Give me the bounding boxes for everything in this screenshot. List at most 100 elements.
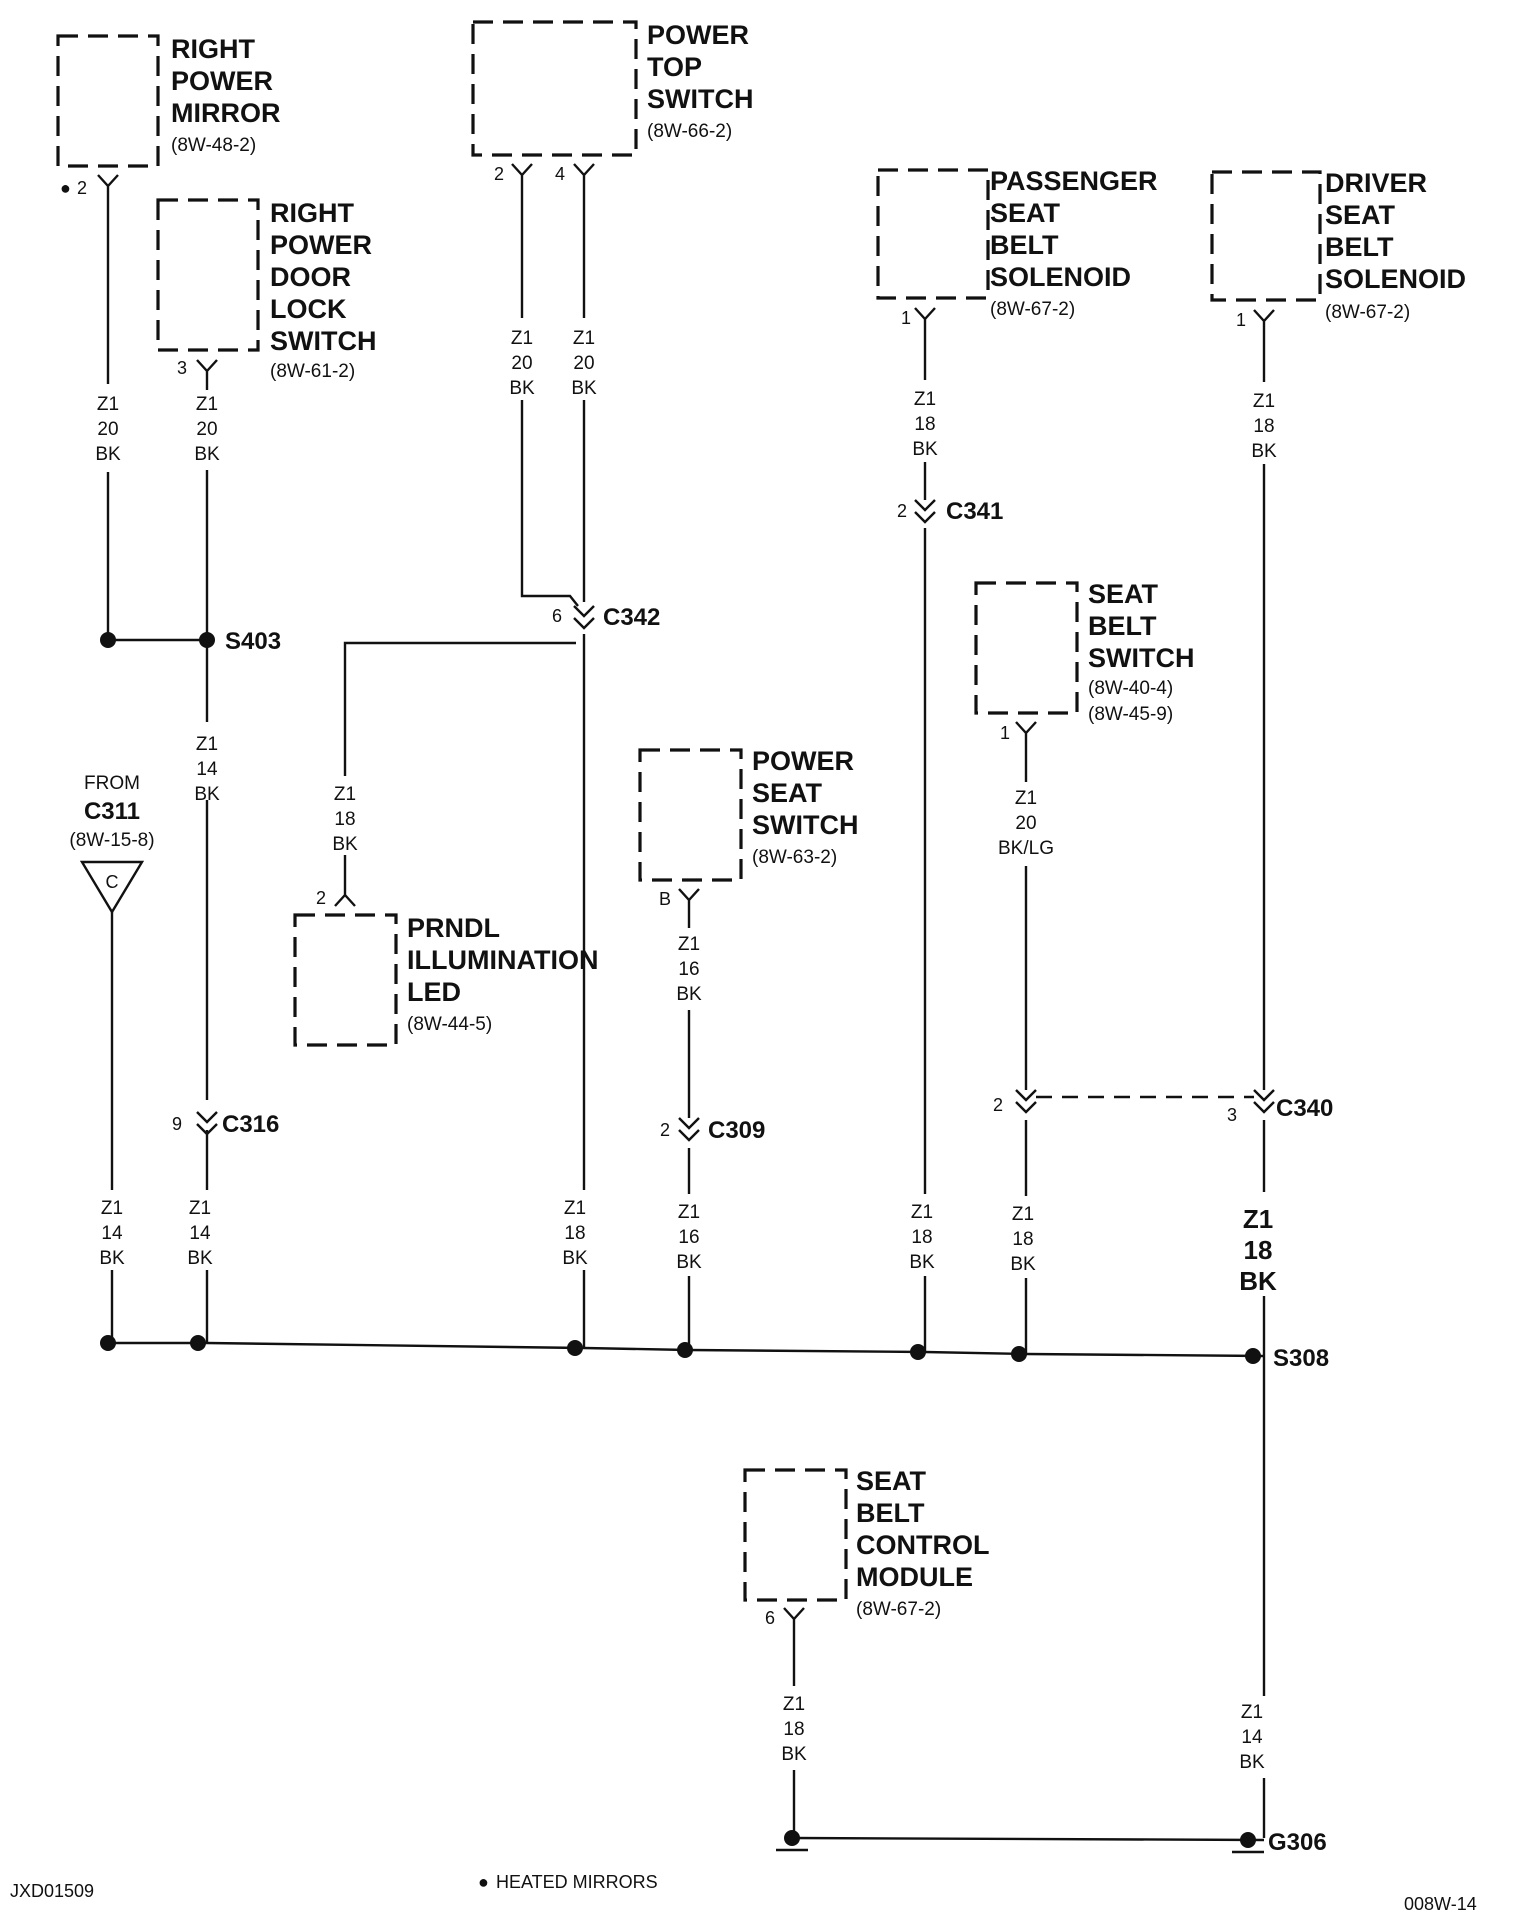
module-label-2: BELT	[856, 1498, 925, 1528]
right-power-mirror-box	[56, 34, 160, 168]
splices: S403 S308	[100, 628, 1329, 1372]
module-box	[743, 1468, 848, 1602]
component-seat-belt-switch: SEAT BELT SWITCH (8W-40-4) (8W-45-9) 1	[974, 579, 1194, 744]
power-top-label-1: POWER	[647, 20, 749, 50]
component-power-top-switch: POWER TOP SWITCH (8W-66-2) 2 4	[471, 20, 753, 186]
driver-label-3: BELT	[1325, 232, 1394, 262]
bus-dot-c341	[910, 1344, 926, 1360]
seat-belt-switch-box	[974, 581, 1079, 715]
wire-label-module-1: Z1	[783, 1694, 805, 1715]
wire-label-c309-2: 16	[678, 1227, 699, 1248]
ground-g306: G306	[776, 1829, 1327, 1856]
wire-label-seat-belt-switch-3: BK/LG	[998, 838, 1054, 859]
wire-label-module-3: BK	[781, 1744, 807, 1765]
connector-c316: 9 C316	[172, 1111, 279, 1138]
splice-dot-s403	[199, 632, 215, 648]
from-connector: C311	[84, 798, 140, 825]
wire-label-c309-3: BK	[676, 1252, 702, 1273]
door-lock-label-3: DOOR	[270, 262, 351, 292]
wire-label-power-seat-2: 16	[678, 959, 699, 980]
component-prndl-illumination-led: 2 PRNDL ILLUMINATION LED (8W-44-5)	[293, 883, 598, 1047]
power-top-pin-2: 2	[494, 164, 504, 184]
door-lock-label-5: SWITCH	[270, 326, 376, 356]
seat-belt-switch-label-1: SEAT	[1088, 579, 1159, 609]
wire-label-seat-belt-switch-2: 20	[1015, 813, 1036, 834]
driver-solenoid-box	[1210, 170, 1322, 302]
passenger-pin: 1	[901, 308, 911, 328]
prndl-label-3: LED	[407, 977, 461, 1007]
c341-label: C341	[946, 498, 1003, 525]
footer-legend: HEATED MIRRORS	[496, 1872, 658, 1892]
power-seat-label-1: POWER	[752, 746, 854, 776]
prndl-ref: (8W-44-5)	[407, 1014, 492, 1035]
wire-label-passenger-1: Z1	[914, 389, 936, 410]
bus-dot-c309	[677, 1342, 693, 1358]
door-lock-label-2: POWER	[270, 230, 372, 260]
wire-label-c342-3: BK	[562, 1248, 588, 1269]
wire-label-c340-right-1: Z1	[1243, 1204, 1273, 1234]
heated-mirror-marker: ●	[60, 178, 71, 198]
power-top-switch-box	[471, 20, 638, 157]
driver-label-1: DRIVER	[1325, 168, 1427, 198]
module-label-3: CONTROL	[856, 1530, 989, 1560]
connectors: 2 C341 6 C342 9 C316 2 C309 2 3 C340	[172, 498, 1333, 1144]
module-terminal	[783, 1607, 805, 1630]
right-power-mirror-label-2: POWER	[171, 66, 273, 96]
connector-c341: 2 C341	[897, 498, 1003, 525]
wire-label-c316-2: 14	[189, 1223, 211, 1244]
seat-belt-switch-pin: 1	[1000, 723, 1010, 743]
bus-dot-s308	[1245, 1348, 1261, 1364]
seat-belt-switch-terminal	[1015, 721, 1037, 744]
from-c311: FROM C311 (8W-15-8) C	[69, 773, 155, 915]
footer-left-code: JXD01509	[10, 1881, 94, 1901]
passenger-label-3: BELT	[990, 230, 1059, 260]
power-top-ref: (8W-66-2)	[647, 121, 732, 142]
from-triangle	[79, 860, 145, 915]
prndl-box	[293, 913, 398, 1047]
wire-label-top-2-2: 20	[511, 353, 532, 374]
wire-label-c340-left-1: Z1	[1012, 1204, 1034, 1225]
driver-terminal	[1253, 309, 1275, 332]
right-power-mirror-label-1: RIGHT	[171, 34, 256, 64]
wire-label-s403-3: BK	[194, 784, 220, 805]
c342-label: C342	[603, 604, 660, 631]
c342-symbol	[573, 605, 595, 630]
wire-label-s403-1: Z1	[196, 734, 218, 755]
power-seat-switch-box	[638, 748, 743, 882]
power-top-terminal-4	[573, 163, 595, 186]
power-top-label-2: TOP	[647, 52, 702, 82]
connector-c340: 2 3 C340	[993, 1089, 1333, 1125]
power-seat-label-3: SWITCH	[752, 810, 858, 840]
power-top-pin-4: 4	[555, 164, 565, 184]
component-seat-belt-control-module: SEAT BELT CONTROL MODULE (8W-67-2) 6	[743, 1466, 989, 1630]
c309-symbol	[678, 1117, 700, 1142]
c341-pin: 2	[897, 501, 907, 521]
wire-label-c342-1: Z1	[564, 1198, 586, 1219]
bus-dot-c311	[100, 1335, 116, 1351]
passenger-ref: (8W-67-2)	[990, 299, 1075, 320]
right-power-door-lock-switch-box	[156, 198, 260, 352]
wire-label-mirror-1: Z1	[97, 394, 119, 415]
c309-pin: 2	[660, 1120, 670, 1140]
wire-label-ground-2: 14	[1241, 1727, 1263, 1748]
wire-label-c311-1: Z1	[101, 1198, 123, 1219]
wire-label-door-lock-2: 20	[196, 419, 217, 440]
right-power-mirror-ref: (8W-48-2)	[171, 135, 256, 156]
s308-label: S308	[1273, 1345, 1329, 1372]
passenger-label-2: SEAT	[990, 198, 1061, 228]
wires	[106, 186, 1266, 1842]
wire-label-c340-right-3: BK	[1239, 1266, 1277, 1296]
bus-dot-c316	[190, 1335, 206, 1351]
c340-pin-3: 3	[1227, 1105, 1237, 1125]
right-power-mirror-label-3: MIRROR	[171, 98, 281, 128]
prndl-terminal	[334, 883, 356, 907]
wire-label-door-lock-1: Z1	[196, 394, 218, 415]
c340-label: C340	[1276, 1095, 1333, 1122]
g306-label: G306	[1268, 1829, 1327, 1856]
module-label-1: SEAT	[856, 1466, 927, 1496]
wire-top-2-lower	[520, 400, 579, 607]
wire-label-c316-3: BK	[187, 1248, 213, 1269]
from-label: FROM	[84, 773, 140, 794]
right-power-mirror-terminal	[97, 174, 119, 196]
